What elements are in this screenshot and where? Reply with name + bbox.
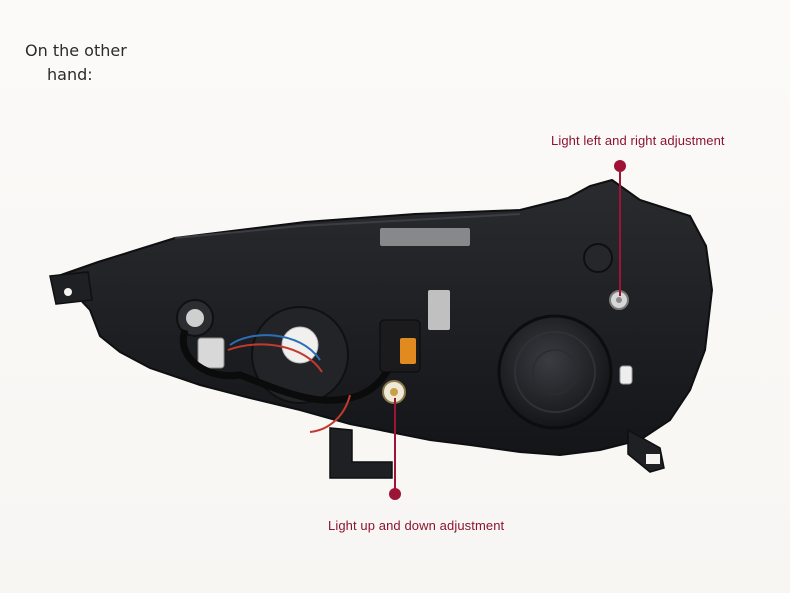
left-bulb (186, 309, 204, 327)
callout-horizontal-label: Light left and right adjustment (551, 133, 725, 148)
projector-ring (514, 331, 596, 413)
connector-plug (197, 337, 225, 369)
intro-line-2: hand: (47, 65, 93, 84)
callout-vertical-label: Light up and down adjustment (328, 518, 505, 533)
intro-line-1: On the other (25, 41, 127, 60)
middle-bulb (281, 326, 319, 364)
top-ridge (174, 213, 521, 239)
left-mount-tab (49, 271, 93, 305)
adjuster-hex (616, 297, 622, 303)
adjuster-center (390, 388, 398, 396)
callout-marker-horizontal (614, 160, 626, 172)
callout-marker-vertical (389, 488, 401, 500)
side-label (428, 290, 450, 330)
orange-clip (400, 338, 416, 364)
red-wire-lower (309, 394, 351, 433)
wire-harness (179, 328, 404, 404)
mount-hole (64, 288, 72, 296)
white-pin (619, 365, 633, 385)
red-wire (227, 343, 323, 373)
bracket-slot (646, 454, 660, 464)
blue-wire (229, 334, 321, 361)
lower-bracket (329, 427, 393, 479)
intro-text: On the other hand: (25, 39, 135, 87)
upper-right-socket (583, 243, 613, 273)
label-sticker (380, 228, 470, 246)
projector-inner-ring (532, 349, 578, 395)
